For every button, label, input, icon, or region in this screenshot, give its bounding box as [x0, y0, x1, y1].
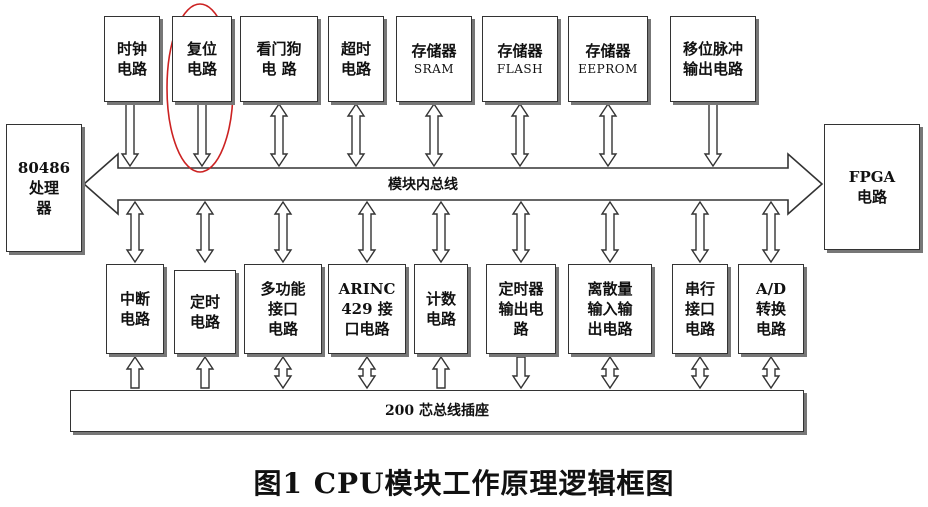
counter-bus-arrow [431, 200, 451, 264]
reset-circuit-label: 复位电路 [186, 39, 217, 78]
flash-bus-arrow [510, 102, 530, 168]
multi-function-interface-box: 多功能 接口 电路 [244, 264, 322, 354]
clock-circuit-box: 时钟电路 [104, 16, 160, 102]
multi-interface-bus-arrow [273, 200, 293, 264]
interrupt-circuit-box: 中断 电路 [106, 264, 164, 354]
timer-bus-arrow [195, 200, 215, 264]
internal-bus-arrow [82, 152, 824, 216]
fpga-box: FPGA 电路 [824, 124, 920, 250]
reset-bus-arrow [192, 103, 212, 168]
timer-circuit-box: 定时 电路 [174, 270, 236, 354]
timer-socket-arrow [195, 355, 215, 389]
arinc429-bus-arrow [357, 200, 377, 264]
arinc429-socket-arrow [357, 355, 377, 390]
watchdog-circuit-label: 看门狗电 路 [256, 39, 302, 78]
timer-output-bus-arrow [511, 200, 531, 264]
ad-converter-label: A/D 转换 电路 [755, 279, 787, 339]
internal-bus-label: 模块内总线 [388, 177, 458, 193]
bus-socket-bar: 200 芯总线插座 [70, 390, 804, 432]
discrete-io-box: 离散量 输入输 出电路 [568, 264, 652, 354]
arinc429-interface-label: ARINC 429 接 口电路 [338, 279, 396, 339]
processor-box: 80486 处理 器 [6, 124, 82, 252]
counter-socket-arrow [431, 355, 451, 389]
arinc429-interface-box: ARINC 429 接 口电路 [328, 264, 406, 354]
ad-converter-box: A/D 转换 电路 [738, 264, 804, 354]
shift-pulse-output-label: 移位脉冲输出电路 [682, 39, 743, 78]
discrete-io-bus-arrow [600, 200, 620, 264]
reset-highlight-ellipse [166, 3, 234, 173]
watchdog-circuit-box: 看门狗电 路 [240, 16, 318, 102]
interrupt-circuit-label: 中断 电路 [119, 289, 150, 328]
shift-pulse-output-box: 移位脉冲输出电路 [670, 16, 756, 102]
serial-socket-arrow [690, 355, 710, 390]
discrete-io-label: 离散量 输入输 出电路 [587, 279, 633, 339]
interrupt-bus-arrow [125, 200, 145, 264]
shift-pulse-bus-arrow [703, 103, 723, 168]
timeout-circuit-label: 超时电路 [340, 39, 371, 78]
serial-interface-label: 串行 接口 电路 [684, 279, 715, 339]
ad-bus-arrow [761, 200, 781, 264]
counter-circuit-box: 计数 电路 [414, 264, 468, 354]
discrete-io-socket-arrow [600, 355, 620, 390]
timer-circuit-label: 定时 电路 [189, 292, 220, 331]
clock-bus-arrow [120, 103, 140, 168]
counter-circuit-label: 计数 电路 [425, 289, 456, 328]
serial-interface-box: 串行 接口 电路 [672, 264, 728, 354]
reset-circuit-box: 复位电路 [172, 16, 232, 102]
bus-socket-label: 200 芯总线插座 [384, 402, 490, 419]
ad-socket-arrow [761, 355, 781, 390]
watchdog-bus-arrow [269, 102, 289, 168]
processor-label: 80486 处理 器 [17, 158, 71, 218]
serial-bus-arrow [690, 200, 710, 264]
multi-function-interface-label: 多功能 接口 电路 [260, 279, 306, 339]
timer-output-box: 定时器 输出电 路 [486, 264, 556, 354]
sram-bus-arrow [424, 102, 444, 168]
clock-circuit-label: 时钟电路 [116, 39, 147, 78]
timeout-circuit-box: 超时电路 [328, 16, 384, 102]
timer-output-label: 定时器 输出电 路 [498, 279, 544, 339]
fpga-label: FPGA 电路 [848, 167, 896, 206]
multi-interface-socket-arrow [273, 355, 293, 390]
interrupt-socket-arrow [125, 355, 145, 389]
figure-caption: 图1 CPU模块工作原理逻辑框图 [253, 467, 675, 500]
timer-output-socket-arrow [511, 356, 531, 390]
eeprom-bus-arrow [598, 102, 618, 168]
timeout-bus-arrow [346, 102, 366, 168]
